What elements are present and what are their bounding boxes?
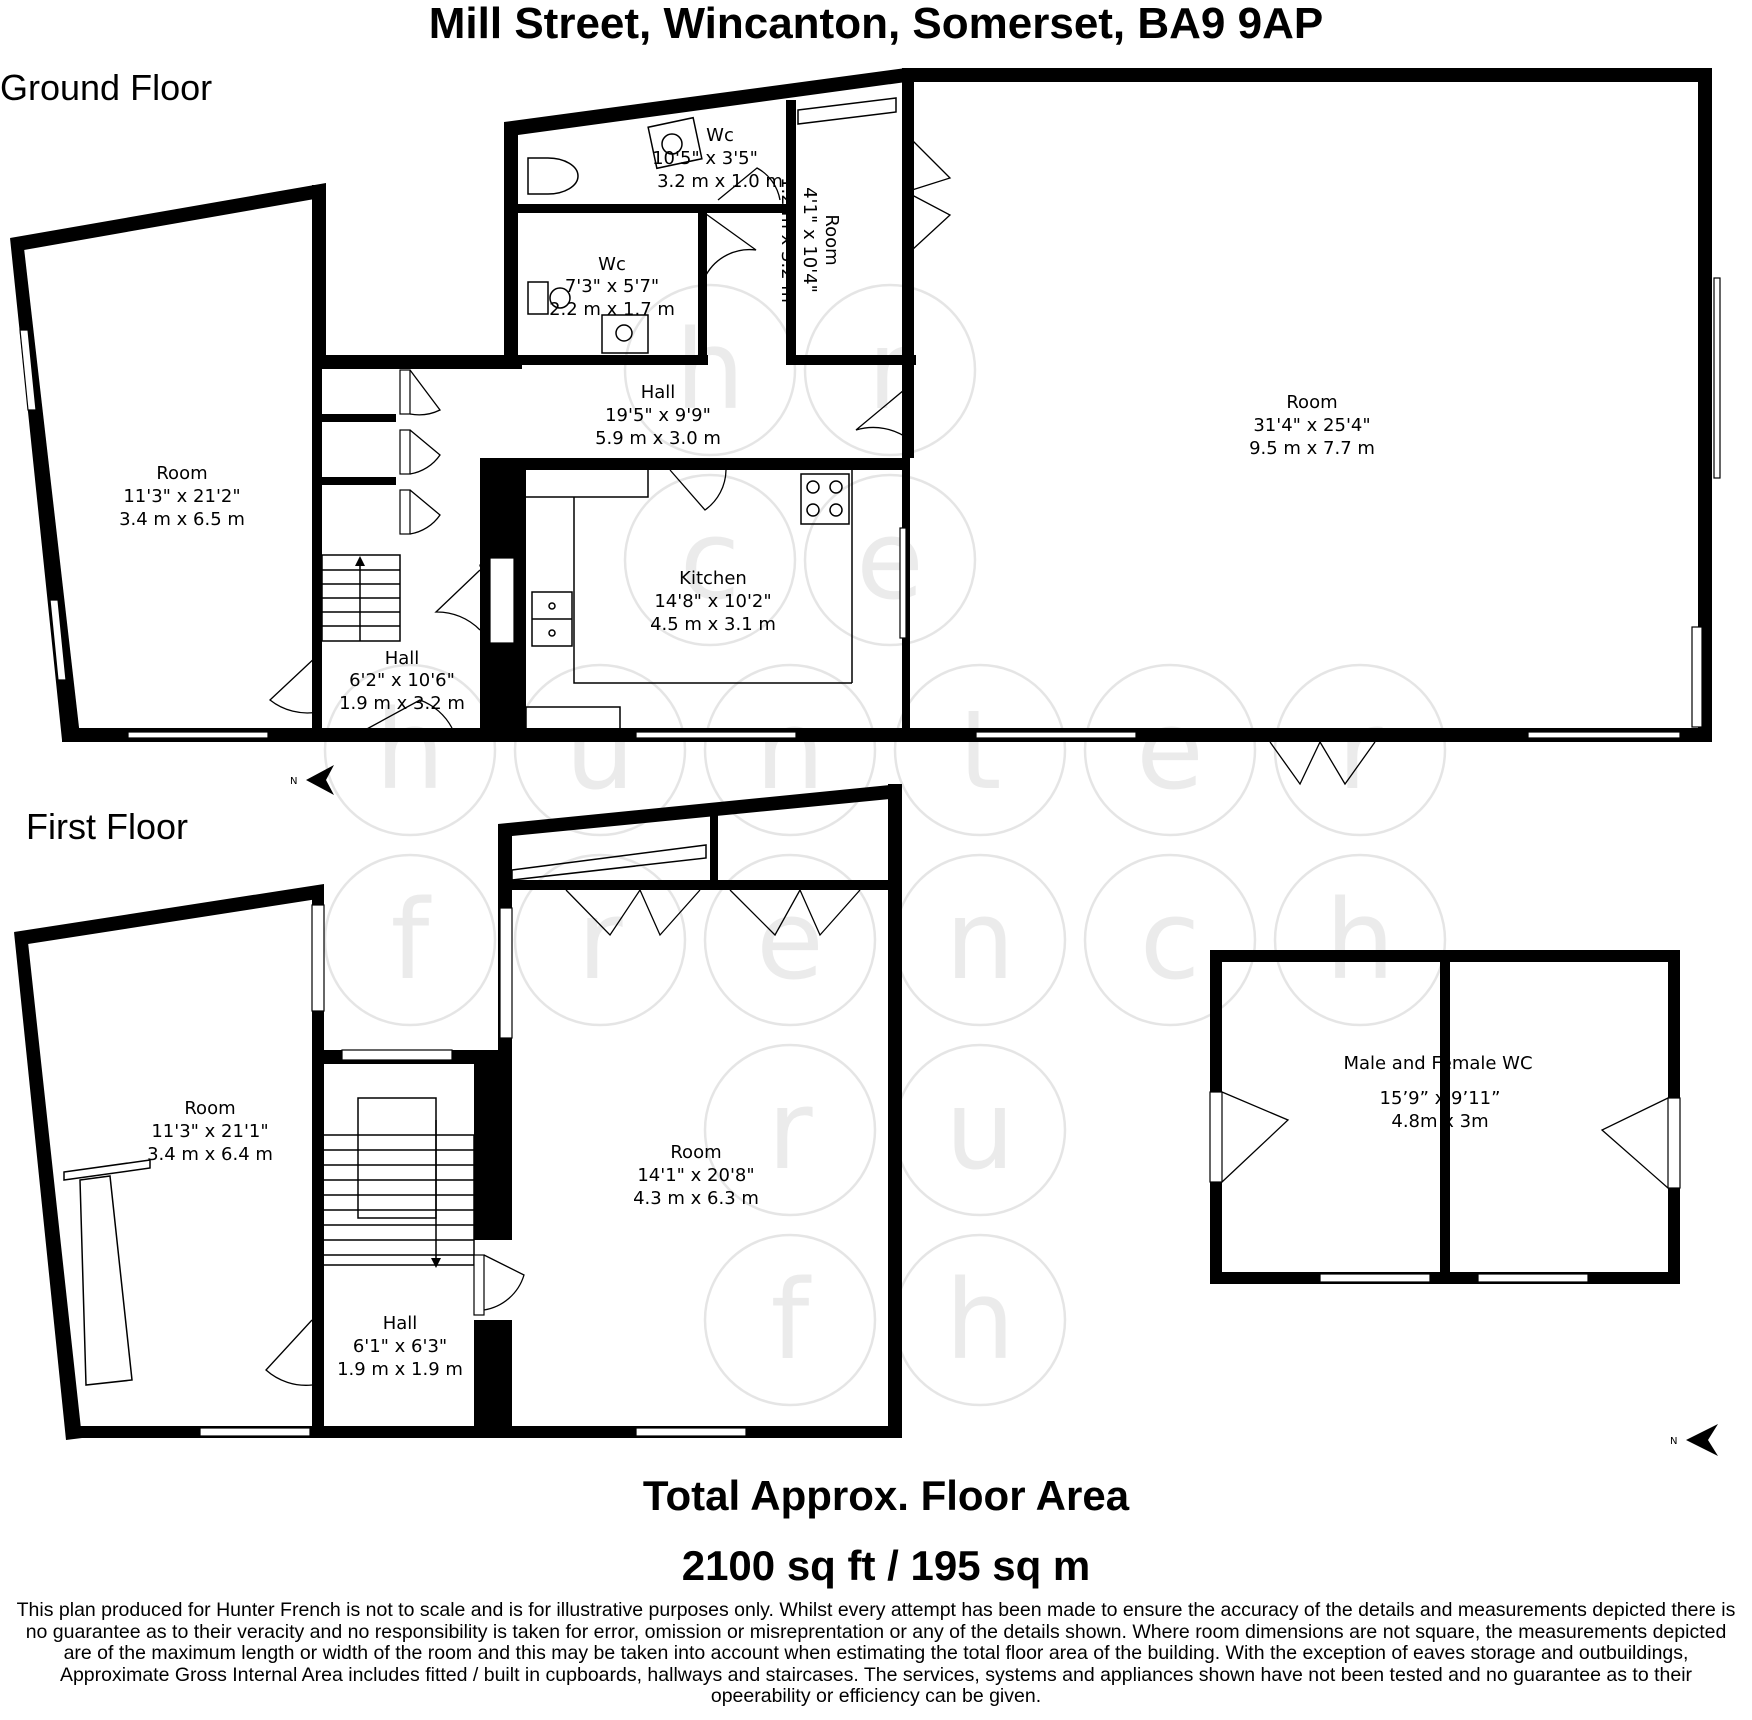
north-label: N [1670,1436,1677,1447]
ff-room-left-name: Room [184,1098,235,1119]
wm-letter: u [945,1066,1015,1194]
ff-room-left-imperial: 11'3" x 21'1" [151,1121,268,1142]
gf-room-left-metric: 3.4 m x 6.5 m [119,509,245,530]
gf-hall-small-imperial: 6'2" x 10'6" [349,670,455,691]
ground-floor-plan: N Room 11'3" x 21'2" 3.4 m x 6.5 m Wc 10… [10,68,1721,795]
wm-letter: r [577,876,623,1004]
wm-letter: r [1337,686,1383,814]
ground-stairs [321,554,401,642]
wm-letter: h [1325,876,1395,1004]
gf-wc-mid-name: Wc [598,254,626,275]
disclaimer-text: This plan produced for Hunter French is … [16,1599,1736,1707]
total-area-value: 2100 sq ft / 195 sq m [682,1542,1091,1589]
first-floor-plan: Room 11'3" x 21'1" 3.4 m x 6.4 m Room 14… [14,784,902,1440]
kitchen-fittings [489,470,853,732]
gf-wc-top-imperial: 10'5" x 3'5" [652,148,758,169]
gf-wc-top-name: Wc [706,125,734,146]
gf-room-left-imperial: 11'3" x 21'2" [123,486,240,507]
wm-letter: f [771,1256,812,1384]
wm-letter: f [391,876,432,1004]
north-arrow-ground: N [290,765,334,795]
north-label: N [290,776,297,787]
outbuilding-name: Male and Female WC [1343,1053,1532,1074]
gf-hall-small-name: Hall [385,648,420,669]
wm-letter: t [958,686,1001,814]
first-windows [199,904,747,1437]
gf-wc-top-metric: 3.2 m x 1.0 m [657,171,783,192]
north-arrow-first: N [1670,1424,1718,1456]
gf-room-large-metric: 9.5 m x 7.7 m [1249,438,1375,459]
gf-kitchen-imperial: 14'8" x 10'2" [654,591,771,612]
ff-hall-name: Hall [383,1313,418,1334]
gf-hall-main-metric: 5.9 m x 3.0 m [595,428,721,449]
ground-floor-label: Ground Floor [0,67,212,108]
wm-letter: n [945,876,1015,1004]
gf-kitchen-metric: 4.5 m x 3.1 m [650,614,776,635]
gf-wc-mid-imperial: 7'3" x 5'7" [565,276,659,297]
first-floor-label: First Floor [26,806,188,847]
ff-room-right-name: Room [670,1142,721,1163]
ff-room-right-metric: 4.3 m x 6.3 m [633,1188,759,1209]
wm-letter: c [680,496,740,624]
gf-hall-main-name: Hall [641,382,676,403]
ff-room-left-metric: 3.4 m x 6.4 m [147,1144,273,1165]
plan-title: Mill Street, Wincanton, Somerset, BA9 9A… [429,0,1323,48]
ff-hall-metric: 1.9 m x 1.9 m [337,1359,463,1380]
wm-letter: h [945,1256,1015,1384]
gf-room-large-imperial: 31'4" x 25'4" [1253,415,1370,436]
ff-room-right-imperial: 14'1" x 20'8" [637,1165,754,1186]
gf-room-small-imperial: 4'1" x 10'4" [799,187,820,293]
ff-hall-imperial: 6'1" x 6'3" [353,1336,447,1357]
gf-room-small-metric: 1.2 m x 3.2 m [777,177,798,303]
outbuilding-plan: Male and Female WC 15’9” x 9’11” 4.8m x … [1209,950,1681,1284]
ground-windows [19,277,1721,739]
first-stairs [321,1097,475,1268]
gf-room-small-name: Room [821,214,842,265]
gf-hall-small-metric: 1.9 m x 3.2 m [339,693,465,714]
gf-kitchen-name: Kitchen [679,568,747,589]
outbuilding-metric: 4.8m x 3m [1391,1111,1488,1132]
wm-letter: h [675,306,745,434]
outbuilding-dims: 15’9” x 9’11” [1380,1088,1501,1109]
wm-letter: r [767,1066,813,1194]
wm-letter: c [1140,876,1200,1004]
wc-fittings [527,97,897,354]
total-area-heading: Total Approx. Floor Area [643,1472,1130,1519]
first-doors [265,889,861,1386]
wm-letter: e [1136,686,1204,814]
gf-room-left-name: Room [156,463,207,484]
wm-letter: u [565,686,635,814]
gf-wc-mid-metric: 2.2 m x 1.7 m [549,299,675,320]
wm-letter: e [756,876,824,1004]
gf-room-large-name: Room [1286,392,1337,413]
gf-hall-main-imperial: 19'5" x 9'9" [605,405,711,426]
wm-letter: e [856,496,924,624]
ground-doors [269,139,1376,786]
